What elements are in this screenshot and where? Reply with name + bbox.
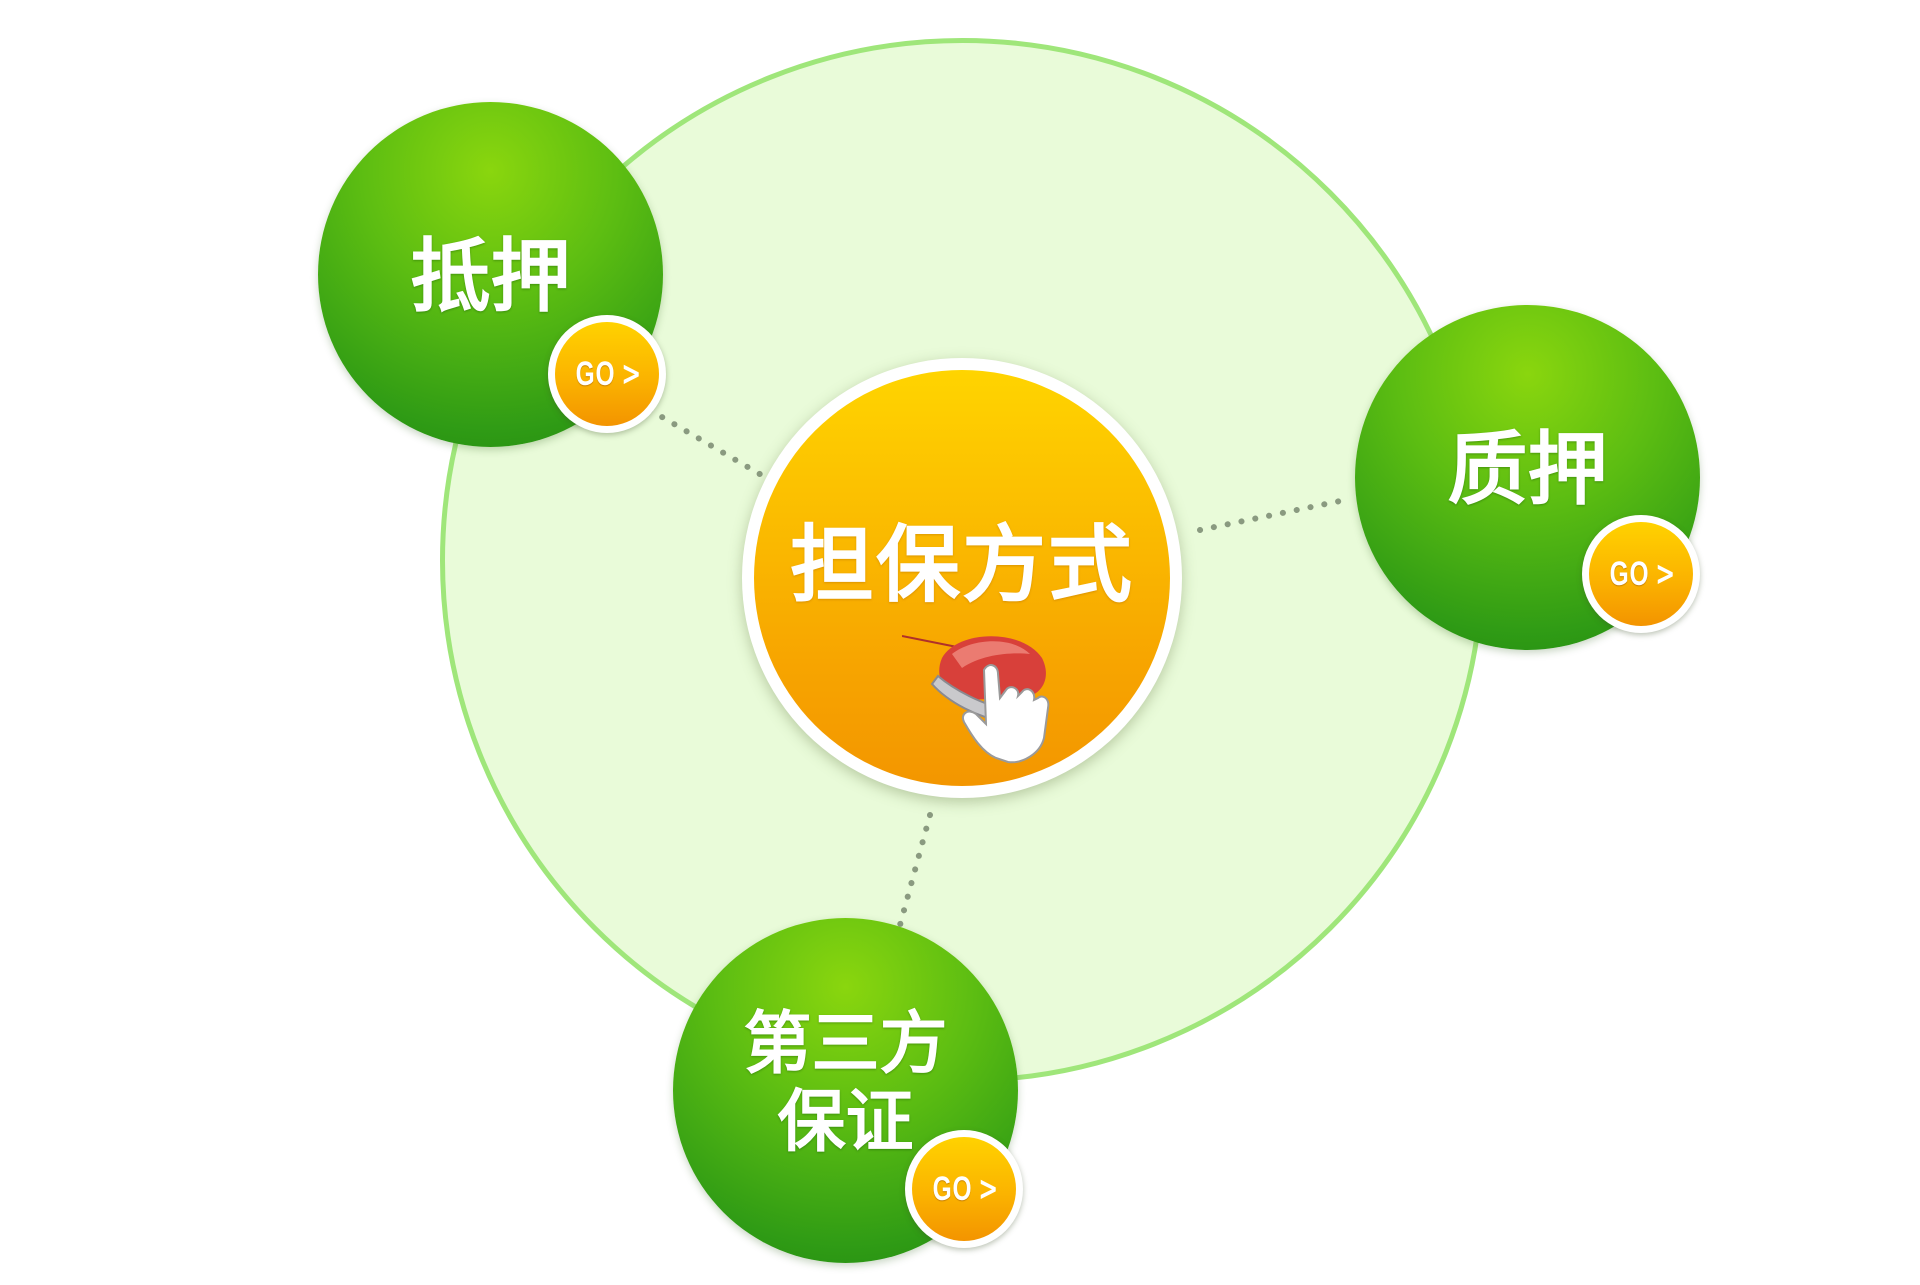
connector-mortgage — [647, 407, 773, 483]
connector-pledge — [1197, 497, 1348, 533]
center-hub-label: 担保方式 — [789, 516, 1134, 614]
node-pledge-label: 质押 — [1447, 423, 1608, 516]
center-hub[interactable]: 担保方式 — [742, 358, 1182, 798]
node-third-party-label: 第三方 保证 — [673, 1006, 1018, 1162]
chevron-right-icon: > — [978, 1169, 999, 1209]
node-third-party-label-line1: 第三方 — [743, 1005, 948, 1084]
node-mortgage-label: 抵押 — [410, 230, 571, 323]
connector-third-party — [897, 812, 933, 928]
chevron-right-icon: > — [1655, 554, 1676, 594]
node-pledge[interactable]: 质押 — [1355, 305, 1700, 650]
go-label: GO — [1609, 554, 1650, 593]
chevron-right-icon: > — [621, 354, 642, 394]
third-party-go-button[interactable]: GO > — [905, 1130, 1023, 1248]
go-label: GO — [932, 1169, 973, 1208]
node-third-party-label-line2: 保证 — [777, 1083, 914, 1162]
mouse-click-icon — [902, 635, 1050, 764]
go-label: GO — [575, 354, 616, 393]
mortgage-go-button[interactable]: GO > — [548, 315, 666, 433]
pledge-go-button[interactable]: GO > — [1582, 515, 1700, 633]
